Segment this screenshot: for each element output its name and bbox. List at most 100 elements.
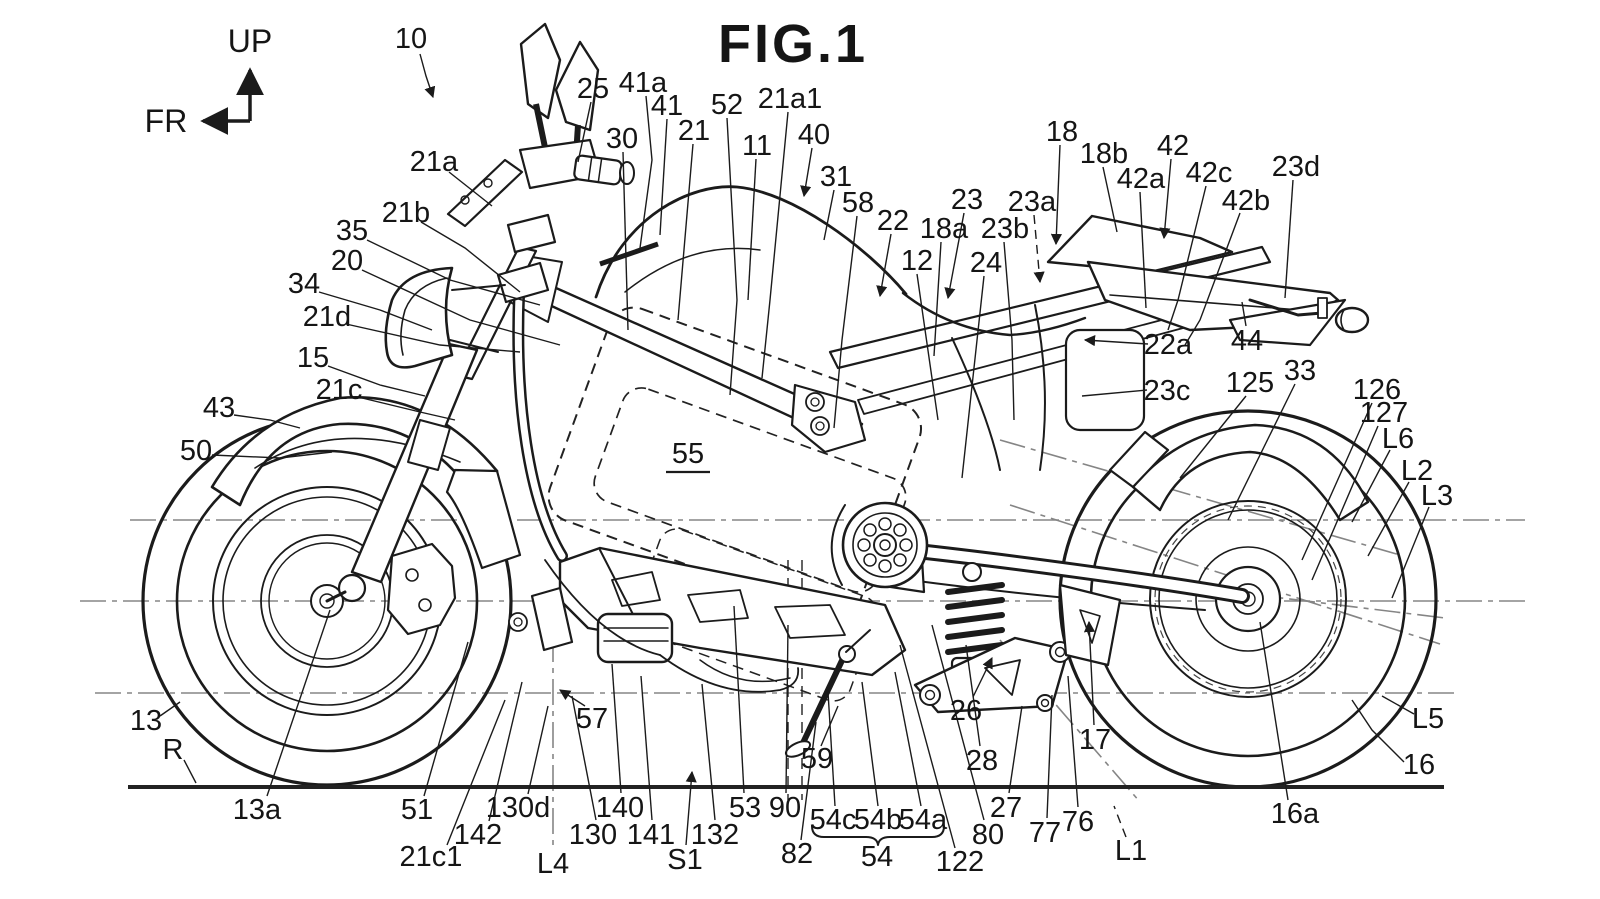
leader-line-33 [1227, 383, 1296, 521]
ref-number-42b: 42b [1222, 185, 1270, 217]
ref-number-54: 54 [861, 841, 893, 873]
ref-label-42b: 42b [1184, 185, 1270, 346]
leader-line-10 [419, 53, 436, 99]
main-frame [508, 254, 907, 693]
leader-line-18 [1050, 144, 1063, 246]
ref-label-54c: 54c [810, 691, 856, 836]
ref-number-53: 53 [729, 792, 761, 824]
ref-label-21c1: 21c1 [400, 699, 506, 873]
ref-number-122: 122 [936, 846, 984, 878]
ref-number-S1: S1 [667, 844, 702, 876]
ref-label-17: 17 [1079, 620, 1111, 756]
ref-number-21: 21 [678, 115, 710, 147]
leader-line-90 [785, 624, 789, 794]
ref-number-24: 24 [970, 247, 1002, 279]
leader-line-44 [1241, 301, 1247, 327]
ref-number-130d: 130d [486, 792, 551, 824]
leader-line-24 [961, 275, 985, 479]
tail-section [828, 214, 1370, 471]
ref-number-52: 52 [711, 89, 743, 121]
ref-number-127: 127 [1360, 397, 1408, 429]
ref-number-25: 25 [577, 73, 609, 105]
ref-number-142: 142 [454, 819, 502, 851]
leader-line-58 [833, 215, 858, 429]
leader-line-L3 [1391, 506, 1430, 599]
leader-line-13a [266, 609, 331, 797]
ref-label-21d: 21d [303, 301, 521, 353]
front-brake-caliper [386, 542, 457, 636]
ref-label-21b: 21b [382, 197, 521, 293]
ref-label-122: 122 [899, 644, 984, 878]
lower-triple-clamp [496, 261, 550, 304]
ref-label-130d: 130d [486, 705, 551, 824]
leader-line-21b [420, 221, 521, 293]
ref-label-77: 77 [1029, 694, 1061, 849]
ref-number-31: 31 [820, 161, 852, 193]
ref-number-15: 15 [297, 342, 329, 374]
ref-label-80: 80 [931, 624, 1004, 851]
leader-line-82 [800, 721, 817, 841]
ref-label-11: 11 [742, 130, 772, 301]
ref-number-21d: 21d [303, 301, 351, 333]
bar-end-cap [619, 161, 635, 185]
ref-label-18a: 18a [920, 213, 969, 357]
ref-number-51: 51 [401, 794, 433, 826]
ref-number-132: 132 [691, 819, 739, 851]
ref-number-11: 11 [742, 130, 772, 162]
ref-number-13: 13 [130, 705, 162, 737]
ref-number-44: 44 [1231, 325, 1263, 357]
leader-line-L5 [1381, 695, 1415, 715]
ref-number-54b: 54b [854, 804, 902, 836]
front-axis-label: FR [145, 103, 188, 139]
leader-line-21a [448, 171, 493, 207]
leader-line-12 [916, 273, 939, 421]
ref-number-33: 33 [1284, 355, 1316, 387]
ref-number-21a: 21a [410, 146, 459, 178]
ref-label-L2: L2 [1367, 455, 1433, 557]
ref-label-L3: L3 [1391, 480, 1453, 599]
tank-cover [594, 185, 1087, 337]
leader-line-17 [1083, 620, 1096, 726]
leader-line-130d [527, 705, 549, 795]
ref-number-130: 130 [569, 819, 617, 851]
leader-line-122 [899, 644, 956, 849]
ref-label-23d: 23d [1272, 151, 1320, 299]
leader-line-41 [659, 118, 668, 236]
ref-number-23b: 23b [981, 213, 1029, 245]
ref-label-27: 27 [990, 705, 1023, 824]
ref-label-23b: 23b [981, 213, 1029, 421]
ref-number-18: 18 [1046, 116, 1078, 148]
ref-number-L4: L4 [537, 848, 569, 880]
ref-number-40: 40 [798, 119, 830, 151]
leader-line-16a [1259, 621, 1289, 801]
ref-number-58: 58 [842, 187, 874, 219]
leader-line-31 [823, 189, 835, 241]
ref-number-16: 16 [1403, 749, 1435, 781]
leader-line-42b [1184, 212, 1241, 346]
ref-label-28: 28 [965, 644, 998, 777]
brace-54-group [811, 825, 945, 846]
ref-number-34: 34 [288, 268, 320, 300]
leader-line-53 [733, 605, 745, 794]
leader-line-52 [726, 117, 738, 396]
ref-label-54: 54 [861, 841, 893, 873]
ref-label-82: 82 [781, 721, 817, 870]
leader-line-18b [1102, 166, 1118, 233]
ref-label-35: 35 [336, 215, 541, 306]
ref-label-18: 18 [1046, 116, 1078, 246]
ref-number-R: R [163, 734, 184, 766]
leader-line-76 [1067, 675, 1079, 808]
rear-view-mirror [1334, 306, 1370, 334]
frame-bracket [790, 383, 867, 454]
ref-number-21c1: 21c1 [400, 841, 463, 873]
ref-number-126: 126 [1353, 374, 1401, 406]
leader-line-11 [747, 158, 757, 301]
leader-line-125 [1179, 395, 1247, 479]
leader-line-16 [1351, 699, 1405, 763]
front-axle-clamp [337, 573, 367, 603]
ref-label-12: 12 [901, 245, 939, 421]
leader-line-13 [159, 701, 181, 717]
ref-number-125: 125 [1226, 367, 1274, 399]
tank-trim-strip [599, 241, 659, 267]
ref-label-50: 50 [180, 435, 333, 467]
